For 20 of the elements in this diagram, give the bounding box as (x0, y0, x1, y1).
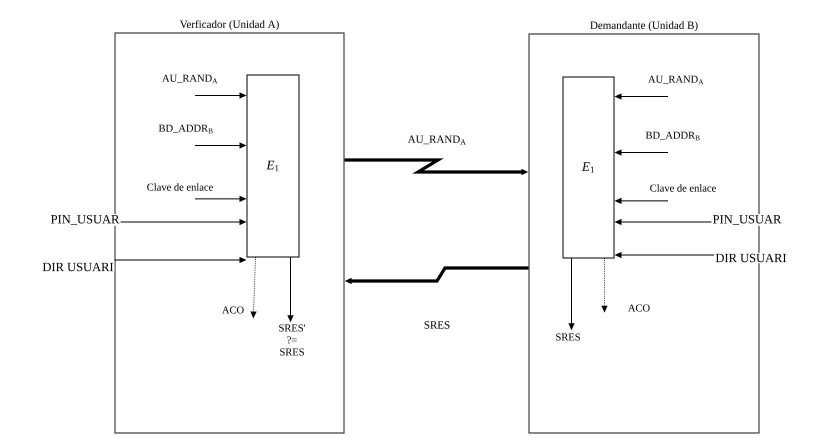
edge-label: AU_RAND$_{A}$ (406, 134, 468, 146)
unit-heading: Verficador (Unidad A) (180, 20, 279, 30)
signal-label: PIN_USUAR (712, 214, 782, 226)
signal-label: SRES (554, 332, 582, 342)
signal-label: AU_RAND$_{A}$ (161, 74, 219, 84)
comparison-label: SRES' ?= SRES (276, 323, 308, 357)
function-block: E$_{1}$ (562, 76, 614, 258)
signal-label: PIN_USUAR (50, 214, 120, 226)
signal-label: DIR USUARI (41, 262, 115, 272)
signal-label: ACO (220, 305, 246, 315)
signal-label: BD_ADDR$_{B}$ (644, 130, 702, 142)
edge-label: SRES (422, 320, 452, 330)
signal-label: Clave de enlace (648, 183, 718, 193)
signal-label: BD_ADDR$_{B}$ (158, 124, 214, 134)
signal-label: Clave de enlace (146, 182, 214, 192)
signal-label: AU_RAND$_{A}$ (647, 74, 705, 86)
function-block: E$_{1}$ (246, 74, 300, 258)
signal-label: ACO (626, 303, 652, 313)
unit-heading: Demandante (Unidad B) (590, 21, 698, 32)
signal-label: DIR USUARI (714, 252, 788, 264)
